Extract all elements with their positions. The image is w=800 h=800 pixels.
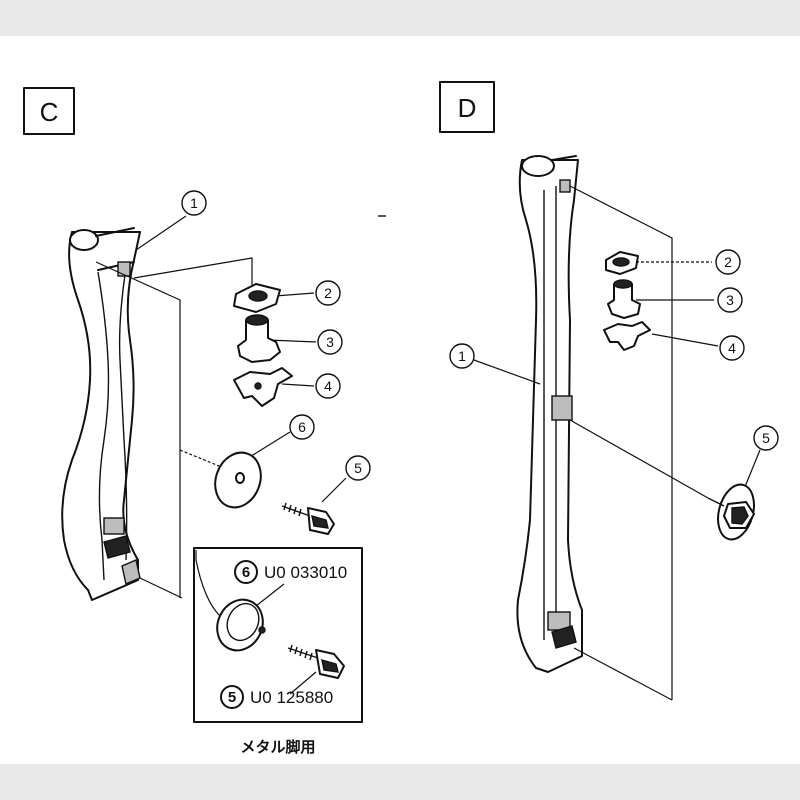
inset-screw bbox=[287, 644, 345, 679]
inset-part-5-label: 5 U0 125880 bbox=[220, 685, 333, 709]
inset-part-5-code: U0 125880 bbox=[250, 688, 333, 707]
panel-d-callout-2: 2 bbox=[715, 249, 741, 275]
panel-c: C bbox=[23, 87, 386, 756]
panel-d-callout-5: 5 bbox=[753, 425, 779, 451]
panel-c-callout-5: 5 bbox=[345, 455, 371, 481]
panel-c-label: C bbox=[40, 97, 59, 127]
panel-d-callout-3-num: 3 bbox=[726, 292, 734, 308]
panel-d-callout-1: 1 bbox=[449, 343, 475, 369]
panel-c-part-5-screw bbox=[281, 502, 335, 535]
panel-c-label-box bbox=[23, 87, 75, 135]
panel-c-callout-4: 4 bbox=[315, 373, 341, 399]
inset-part-6-num: 6 bbox=[242, 564, 250, 581]
panel-c-callout-2-num: 2 bbox=[324, 285, 332, 301]
panel-d-leg-frame bbox=[516, 155, 583, 673]
panel-d-part-2-nut bbox=[605, 251, 639, 275]
panel-c-leg-frame bbox=[61, 227, 141, 601]
panel-c-part-3-bushing bbox=[237, 314, 281, 363]
panel-d-part-3-bushing bbox=[607, 279, 641, 319]
inset-part-6-label: 6 U0 033010 bbox=[234, 560, 347, 584]
inset-washer bbox=[216, 598, 266, 652]
inset-part-6-code: U0 033010 bbox=[264, 563, 347, 582]
panel-c-callout-1-num: 1 bbox=[190, 195, 198, 211]
panel-d-callout-5-num: 5 bbox=[762, 430, 770, 446]
panel-d: D bbox=[439, 81, 779, 701]
panel-d-part-4-clip bbox=[603, 321, 651, 351]
panel-d-callout-4-num: 4 bbox=[728, 340, 736, 356]
inset-caption: メタル脚用 bbox=[240, 738, 315, 756]
panel-d-callout-3: 3 bbox=[717, 287, 743, 313]
panel-c-inset: 6 U0 033010 5 U0 125880 bbox=[193, 547, 363, 723]
panel-d-label-box bbox=[439, 81, 495, 133]
panel-c-callout-3-num: 3 bbox=[326, 334, 334, 350]
panel-c-part-6-washer bbox=[214, 451, 262, 509]
panel-c-part-2-nut bbox=[233, 283, 281, 313]
panel-c-callout-6: 6 bbox=[289, 414, 315, 440]
inset-part-5-num: 5 bbox=[228, 689, 236, 706]
panel-c-callout-1: 1 bbox=[181, 190, 207, 216]
panel-c-callout-5-num: 5 bbox=[354, 460, 362, 476]
panel-c-part-4-clip bbox=[233, 367, 293, 407]
panel-c-callout-3: 3 bbox=[317, 329, 343, 355]
panel-d-callout-1-num: 1 bbox=[458, 348, 466, 364]
panel-d-callout-2-num: 2 bbox=[724, 254, 732, 270]
panel-d-label: D bbox=[458, 93, 477, 123]
panel-c-callout-2: 2 bbox=[315, 280, 341, 306]
panel-d-callout-4: 4 bbox=[719, 335, 745, 361]
panel-c-callout-4-num: 4 bbox=[324, 378, 332, 394]
panel-c-callout-6-num: 6 bbox=[298, 419, 306, 435]
panel-d-part-5-foot bbox=[707, 483, 755, 541]
